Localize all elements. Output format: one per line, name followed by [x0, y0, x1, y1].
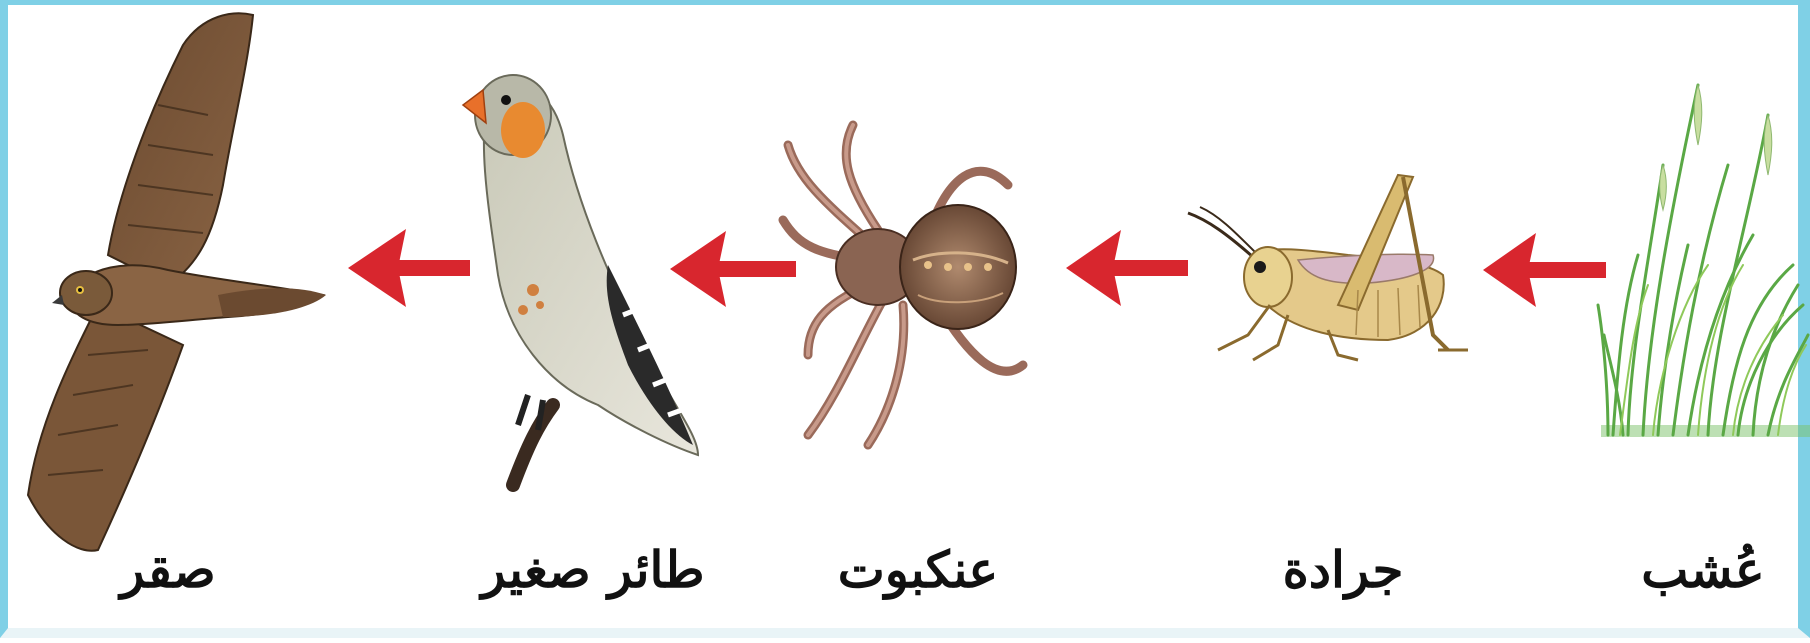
label-grass: عُشب — [1583, 540, 1810, 600]
label-small-bird: طائر صغير — [473, 540, 713, 600]
small-bird-icon — [463, 75, 698, 485]
arrow-spider-to-bird — [670, 231, 796, 307]
label-hawk: صقر — [48, 540, 288, 600]
label-grasshopper: جرادة — [1223, 540, 1463, 600]
grass-icon — [1598, 85, 1810, 437]
spider-icon — [783, 125, 1023, 445]
label-spider: عنكبوت — [798, 540, 1038, 600]
arrow-bird-to-hawk — [348, 229, 470, 307]
grasshopper-icon — [1188, 175, 1468, 360]
arrow-grass-to-grasshopper — [1483, 233, 1606, 307]
hawk-icon — [28, 13, 326, 550]
arrow-grasshopper-to-spider — [1066, 230, 1188, 306]
